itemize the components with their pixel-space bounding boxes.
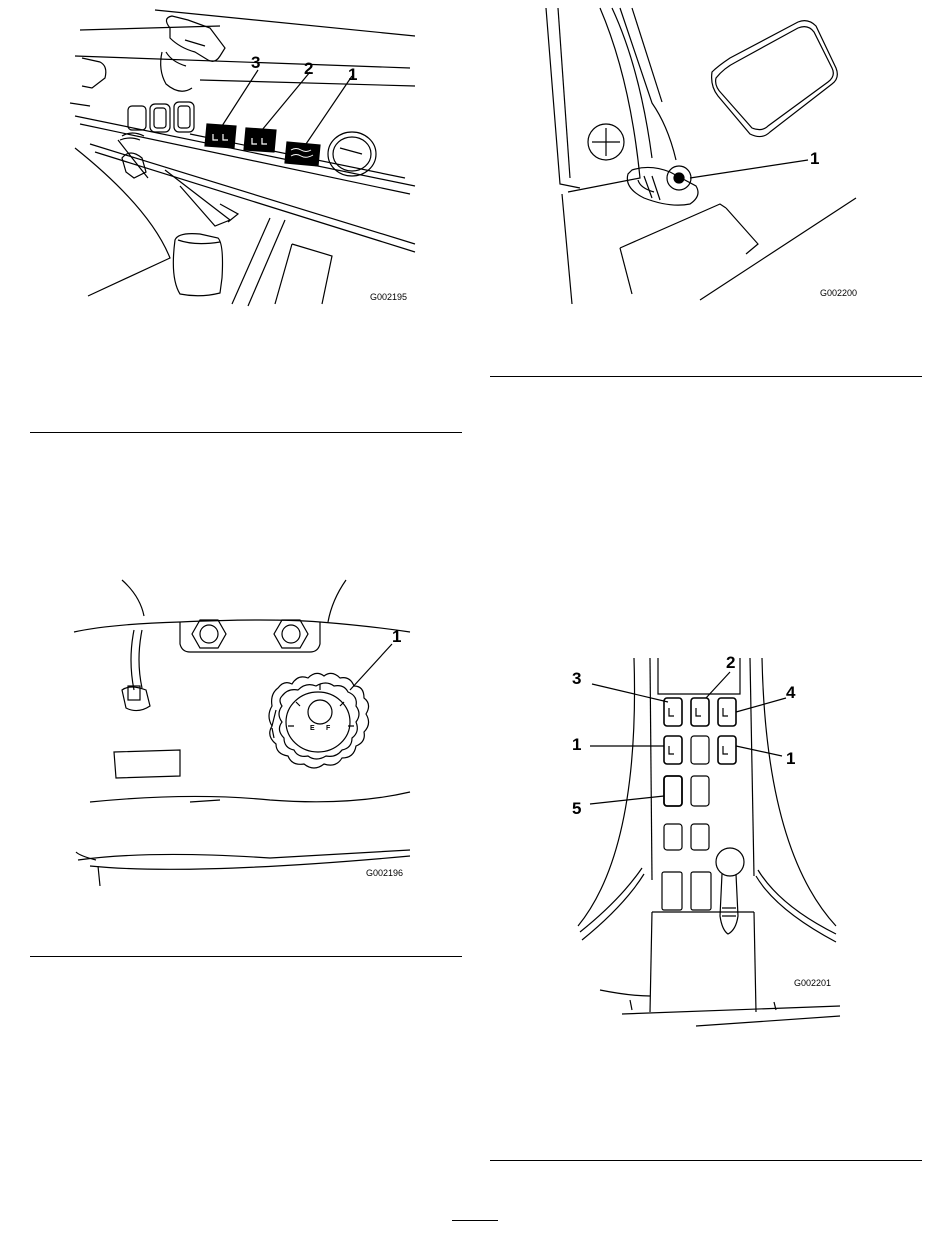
fig3-callout-1: 1 xyxy=(392,627,401,646)
divider-left-1 xyxy=(30,432,462,433)
fig1-callout-3: 3 xyxy=(251,53,260,72)
fig3-code: G002196 xyxy=(366,868,403,878)
fig2-code: G002200 xyxy=(820,288,857,298)
figure-4: 3 2 4 1 1 5 G002201 xyxy=(560,650,850,1030)
fig4-callout-1-right: 1 xyxy=(786,749,795,768)
fig1-code: G002195 xyxy=(370,292,407,302)
figure-2: 1 G002200 xyxy=(540,8,870,308)
fig1-callout-2: 2 xyxy=(304,59,313,78)
page-number-rule xyxy=(452,1220,498,1221)
fig4-callout-4: 4 xyxy=(786,683,796,702)
fig4-callout-2: 2 xyxy=(726,653,735,672)
divider-left-2 xyxy=(30,956,462,957)
fig3-gauge-full: F xyxy=(326,725,331,732)
divider-right-1 xyxy=(490,376,922,377)
fig4-callout-1-left: 1 xyxy=(572,735,581,754)
figure-1: 3 2 1 G002195 xyxy=(70,8,420,308)
fig2-callout-1: 1 xyxy=(810,149,819,168)
figure-3: 1 E F G002196 xyxy=(70,580,420,890)
fig3-gauge-empty: E xyxy=(310,725,315,732)
divider-right-2 xyxy=(490,1160,922,1161)
fig4-callout-3: 3 xyxy=(572,669,581,688)
fig1-callout-1: 1 xyxy=(348,65,357,84)
fig4-callout-5: 5 xyxy=(572,799,581,818)
fig4-code: G002201 xyxy=(794,978,831,988)
